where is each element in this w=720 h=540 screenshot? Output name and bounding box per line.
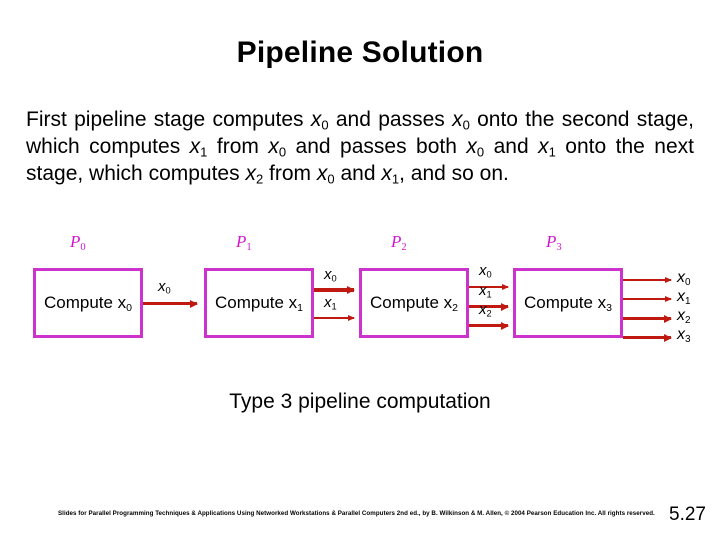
proc-label-p0: P0 — [70, 232, 86, 253]
process-box-p1[interactable]: Compute x1 — [204, 268, 314, 338]
flow-arrow-p1-p2-x0 — [314, 286, 355, 294]
flow-label-p2-p3-x1: x1 — [479, 282, 492, 300]
math-var-x0: x0 — [310, 108, 329, 133]
body-paragraph: First pipeline stage computes x0 and pas… — [26, 106, 694, 187]
flow-arrow-p2-p3-x2 — [469, 321, 509, 330]
pipeline-diagram: P0 P1 P2 P3 Compute x0 Compute x1 Comput… — [0, 228, 720, 356]
flow-arrow-p0-p1-x0 — [143, 299, 198, 308]
page-title: Pipeline Solution — [236, 36, 484, 69]
math-var-x1: x1 — [381, 162, 400, 187]
slide-footer: Slides for Parallel Programming Techniqu… — [0, 502, 720, 532]
process-box-label: Compute x2 — [369, 293, 459, 314]
flow-label-p2-p3-x2: x2 — [479, 301, 492, 319]
flow-label-p1-p2-x0: x0 — [324, 266, 337, 284]
process-box-label: Compute x1 — [214, 293, 304, 314]
body-text-run: and passes both — [286, 135, 467, 158]
flow-label-p0-p1-x0: x0 — [158, 278, 171, 296]
body-text-run: from — [263, 162, 317, 185]
math-var-x1: x1 — [538, 135, 556, 160]
output-arrow-x3 — [623, 333, 672, 342]
proc-label-p1: P1 — [236, 232, 252, 253]
math-var-x0: x0 — [466, 135, 485, 160]
output-arrow-x0 — [623, 277, 672, 283]
proc-label-p2: P2 — [391, 232, 407, 253]
math-var-x1: x1 — [189, 135, 208, 160]
process-box-label: Compute x3 — [523, 293, 613, 314]
body-text-run: onto the next stage, which computes — [26, 135, 694, 185]
process-box-p3[interactable]: Compute x3 — [513, 268, 623, 338]
body-text-run: onto the second stage, which computes — [26, 108, 694, 158]
body-text-run: , and so on. — [399, 162, 509, 185]
math-var-x0: x0 — [452, 108, 470, 133]
body-text-run: from — [207, 135, 269, 158]
output-label-x2: x2 — [677, 307, 691, 326]
flow-arrow-p2-p3-x0 — [469, 284, 509, 290]
flow-arrow-p1-p2-x1 — [314, 315, 355, 321]
proc-label-p3: P3 — [546, 232, 562, 253]
output-arrow-x1 — [623, 296, 672, 302]
footer-credit-text: Slides for Parallel Programming Techniqu… — [58, 510, 655, 517]
flow-arrow-p2-p3-x1 — [469, 302, 509, 311]
body-text-run: and — [484, 135, 539, 158]
process-box-p2[interactable]: Compute x2 — [359, 268, 469, 338]
flow-label-p1-p2-x1: x1 — [324, 294, 337, 312]
body-text-run: and — [334, 162, 382, 185]
math-var-x0: x0 — [316, 162, 335, 187]
output-arrow-x2 — [623, 314, 672, 323]
body-text-run: and passes — [328, 108, 453, 131]
output-label-x1: x1 — [677, 288, 691, 307]
diagram-caption: Type 3 pipeline computation — [229, 390, 491, 413]
math-var-x2: x2 — [245, 162, 264, 187]
math-var-x0: x0 — [268, 135, 287, 160]
flow-label-p2-p3-x0: x0 — [479, 262, 492, 280]
page-number: 5.27 — [669, 504, 706, 525]
process-box-label: Compute x0 — [43, 293, 133, 314]
output-label-x3: x3 — [677, 326, 691, 345]
output-label-x0: x0 — [677, 269, 691, 288]
body-text-run: First pipeline stage computes — [26, 108, 311, 131]
process-box-p0[interactable]: Compute x0 — [33, 268, 143, 338]
